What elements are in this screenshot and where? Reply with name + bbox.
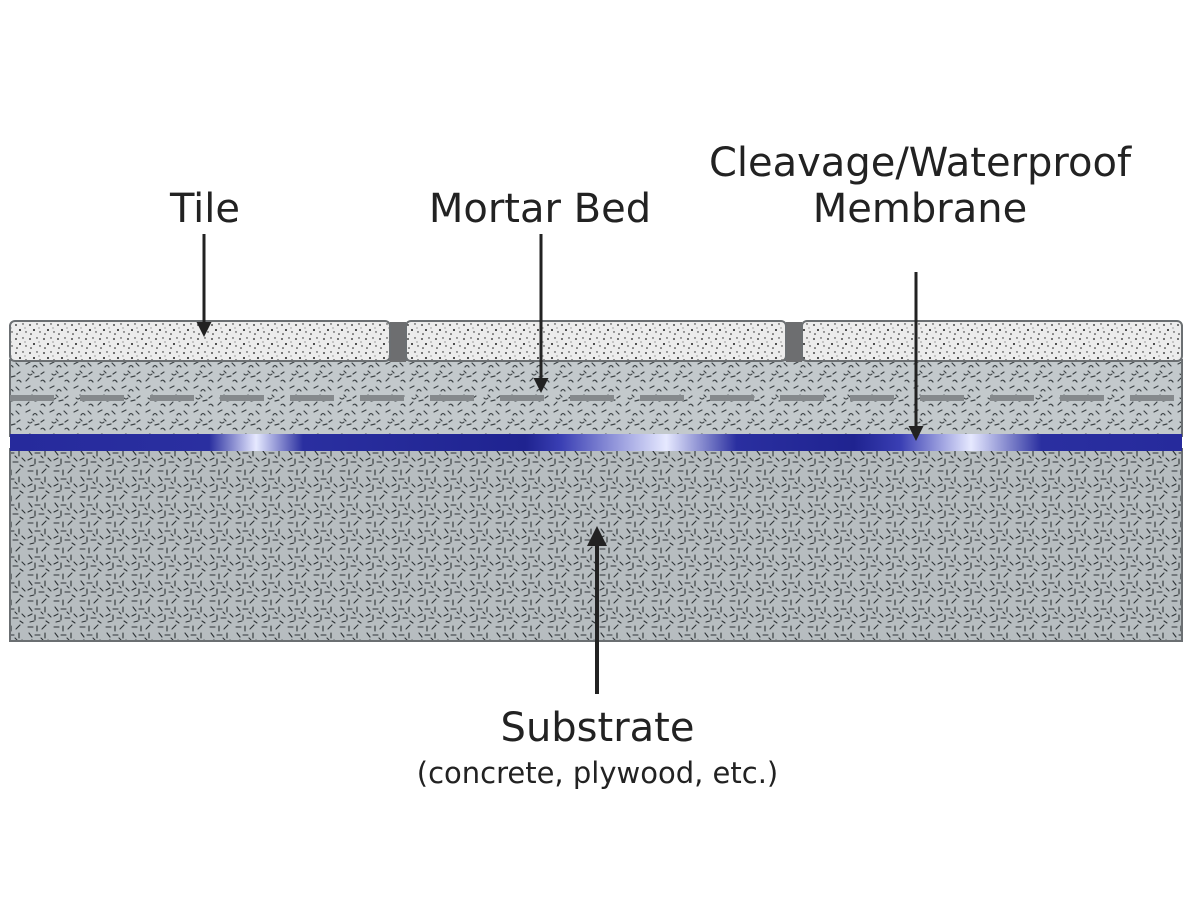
membrane-label-line2: Membrane <box>812 186 1028 232</box>
substrate-label: Substrate <box>500 705 695 751</box>
grout-joint <box>786 322 802 362</box>
membrane-layer <box>10 434 1182 451</box>
substrate-note-label: (concrete, plywood, etc.) <box>416 756 779 790</box>
grout-joint <box>390 322 406 362</box>
mortar-bed-label: Mortar Bed <box>428 186 652 232</box>
tile-piece <box>801 320 1183 362</box>
tile-piece <box>405 320 787 362</box>
tile-piece <box>9 320 391 362</box>
tile-label: Tile <box>169 186 241 232</box>
membrane-label-line1: Cleavage/Waterproof <box>708 140 1132 186</box>
